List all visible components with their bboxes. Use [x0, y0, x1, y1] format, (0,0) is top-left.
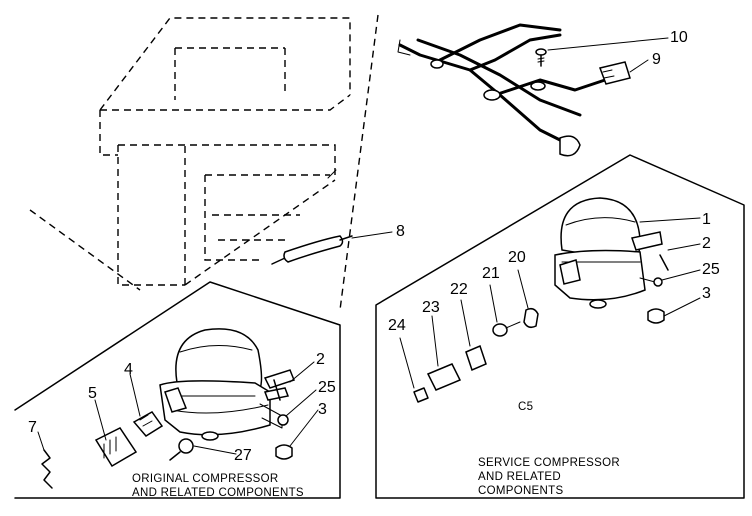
original-hardware	[273, 379, 293, 460]
caption-service-line2: AND RELATED	[478, 471, 561, 483]
original-relay-4	[132, 411, 164, 437]
caption-service-line3: COMPONENTS	[478, 485, 563, 497]
callout-10: 10	[670, 29, 688, 46]
original-compressor-panel	[14, 281, 341, 499]
callout-9: 9	[652, 51, 661, 68]
original-compressor	[159, 328, 295, 441]
wire-7	[41, 449, 53, 489]
callout-22: 22	[450, 281, 468, 298]
callout-7: 7	[28, 419, 37, 436]
callout-4: 4	[124, 361, 133, 378]
leader-lines	[37, 37, 701, 455]
callout-2-original: 2	[316, 351, 325, 368]
screw-10	[535, 48, 547, 67]
callout-labels: 10 9 8 1 2 25 3 20 21 22 23 24 2 25 3 4 …	[28, 29, 720, 464]
callout-23: 23	[422, 299, 440, 316]
drier-8	[271, 235, 353, 265]
callout-2-service: 2	[702, 235, 711, 252]
callout-5: 5	[88, 385, 97, 402]
service-hardware	[647, 254, 669, 324]
original-overload-5	[94, 427, 138, 468]
callout-8: 8	[396, 223, 405, 240]
wire-harness	[397, 23, 631, 157]
caption-original-line2: AND RELATED COMPONENTS	[132, 487, 304, 499]
callout-3-original: 3	[318, 401, 327, 418]
callout-24: 24	[388, 317, 406, 334]
callout-25-service: 25	[702, 261, 720, 278]
callout-21: 21	[482, 265, 500, 282]
caption-service-line1: SERVICE COMPRESSOR	[478, 457, 620, 469]
grommet-27	[169, 438, 194, 461]
panel-code: C5	[518, 401, 533, 413]
service-compressor	[554, 197, 663, 309]
callout-27: 27	[234, 447, 252, 464]
callout-20: 20	[508, 249, 526, 266]
callout-25-original: 25	[318, 379, 336, 396]
cabinet-outline	[29, 14, 379, 311]
service-parts-row	[413, 307, 539, 403]
callout-1: 1	[702, 211, 711, 228]
callout-3-service: 3	[702, 285, 711, 302]
caption-original-line1: ORIGINAL COMPRESSOR	[132, 473, 279, 485]
service-compressor-panel	[375, 154, 745, 499]
captions: ORIGINAL COMPRESSOR AND RELATED COMPONEN…	[132, 401, 620, 499]
